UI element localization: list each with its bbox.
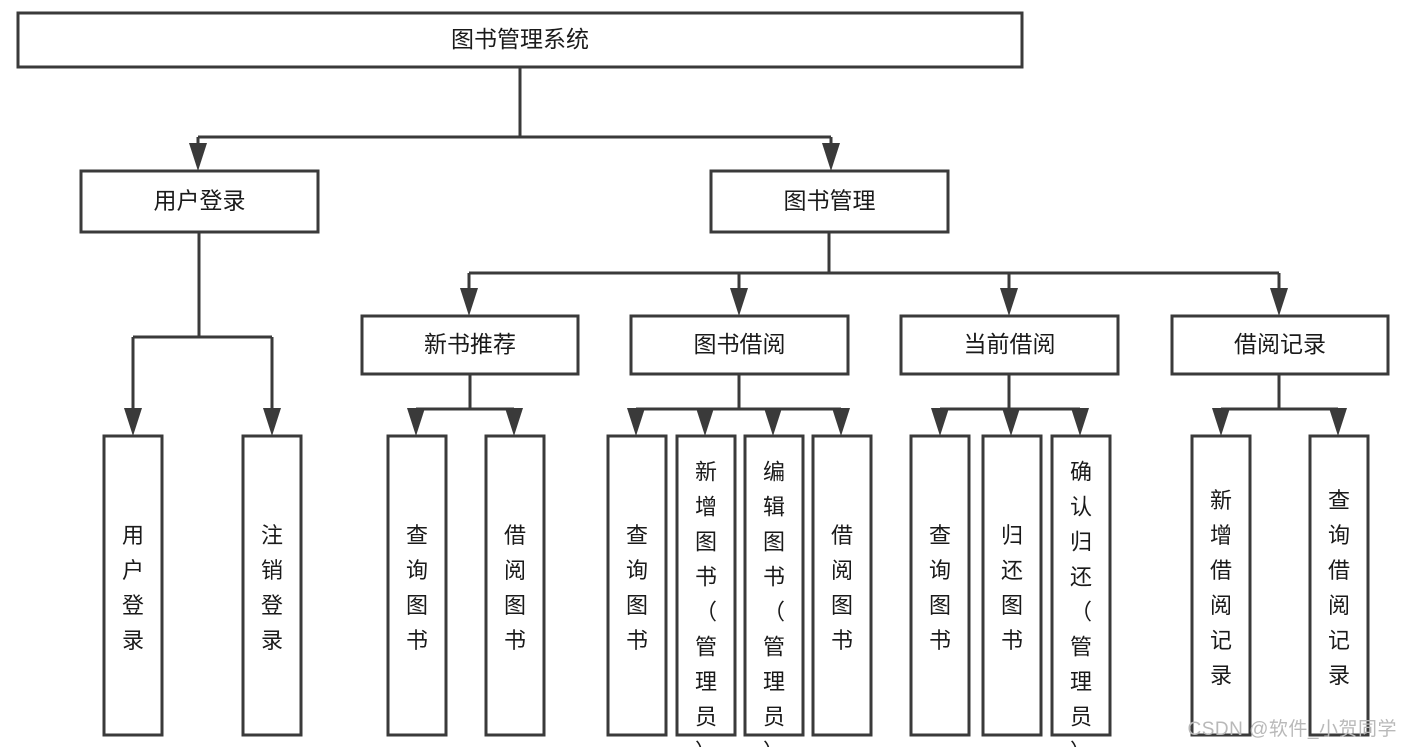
node-box-book-borrow[interactable]: [629, 314, 850, 376]
node-book-borrow[interactable]: 图书借阅: [629, 314, 850, 376]
connector-userlogin-to-leaves: [124, 232, 281, 436]
connector-layer: [124, 67, 1347, 436]
node-label-leaf-confirm-return: 确认归还（管理员）: [1070, 459, 1092, 747]
connector-newbook-to-leaves: [407, 374, 523, 436]
node-box-leaf-edit-book[interactable]: [743, 434, 805, 737]
node-label-leaf-return-book: 归还图书: [1001, 523, 1023, 653]
node-box-borrow-record[interactable]: [1170, 314, 1390, 376]
arrow-head-icon: [696, 408, 714, 436]
node-label-borrow-record: 借阅记录: [1234, 331, 1326, 357]
node-leaf-edit-book[interactable]: 编辑图书（管理员）: [743, 434, 805, 747]
node-box-new-book-recommend[interactable]: [360, 314, 580, 376]
node-box-current-borrow[interactable]: [899, 314, 1120, 376]
node-box-root[interactable]: [16, 11, 1024, 69]
arrow-head-icon: [1329, 408, 1347, 436]
node-leaf-user-logout[interactable]: 注销登录: [241, 434, 303, 737]
arrow-head-icon: [1002, 408, 1020, 436]
node-box-leaf-user-login[interactable]: [102, 434, 164, 737]
arrow-head-icon: [832, 408, 850, 436]
connector-borrowrecord-to-leaves: [1212, 374, 1347, 436]
arrow-head-icon: [460, 288, 478, 316]
node-leaf-borrow-book[interactable]: 借阅图书: [811, 434, 873, 737]
arrow-head-icon: [1071, 408, 1089, 436]
arrow-head-icon: [627, 408, 645, 436]
arrow-head-icon: [1212, 408, 1230, 436]
node-box-user-login[interactable]: [79, 169, 320, 234]
node-label-leaf-borrow-book-new: 借阅图书: [504, 523, 526, 653]
node-label-leaf-query-book-new: 查询图书: [406, 523, 428, 653]
arrow-head-icon: [1000, 288, 1018, 316]
node-leaf-add-book[interactable]: 新增图书（管理员）: [675, 434, 737, 747]
arrow-head-icon: [124, 408, 142, 436]
arrow-head-icon: [407, 408, 425, 436]
node-leaf-query-book-new[interactable]: 查询图书: [386, 434, 448, 737]
node-box-leaf-query-book-new[interactable]: [386, 434, 448, 737]
node-label-root: 图书管理系统: [451, 26, 589, 52]
node-label-leaf-query-book-current: 查询图书: [929, 523, 951, 653]
node-label-leaf-borrow-book: 借阅图书: [831, 523, 853, 653]
node-label-user-login: 用户登录: [154, 188, 246, 214]
node-leaf-confirm-return[interactable]: 确认归还（管理员）: [1050, 434, 1112, 747]
arrow-head-icon: [1270, 288, 1288, 316]
node-book-manage[interactable]: 图书管理: [709, 169, 950, 234]
node-label-leaf-query-book-borrow: 查询图书: [626, 523, 648, 653]
connector-currentborrow-to-leaves: [931, 374, 1089, 436]
arrow-head-icon: [730, 288, 748, 316]
node-label-leaf-edit-book: 编辑图书（管理员）: [763, 459, 785, 747]
node-label-leaf-user-login: 用户登录: [122, 523, 144, 653]
node-box-leaf-borrow-book[interactable]: [811, 434, 873, 737]
arrow-head-icon: [505, 408, 523, 436]
node-box-leaf-add-book[interactable]: [675, 434, 737, 737]
node-label-leaf-query-record: 查询借阅记录: [1328, 488, 1350, 688]
node-label-leaf-add-book: 新增图书（管理员）: [695, 459, 717, 747]
node-current-borrow[interactable]: 当前借阅: [899, 314, 1120, 376]
node-user-login[interactable]: 用户登录: [79, 169, 320, 234]
node-leaf-user-login[interactable]: 用户登录: [102, 434, 164, 737]
arrow-head-icon: [263, 408, 281, 436]
node-box-leaf-query-book-borrow[interactable]: [606, 434, 668, 737]
node-box-leaf-add-record[interactable]: [1190, 434, 1252, 737]
node-label-book-borrow: 图书借阅: [694, 331, 786, 357]
arrow-head-icon: [764, 408, 782, 436]
node-label-new-book-recommend: 新书推荐: [424, 331, 516, 357]
node-borrow-record[interactable]: 借阅记录: [1170, 314, 1390, 376]
node-box-leaf-return-book[interactable]: [981, 434, 1043, 737]
arrow-head-icon: [189, 143, 207, 171]
node-box-leaf-borrow-book-new[interactable]: [484, 434, 546, 737]
node-leaf-return-book[interactable]: 归还图书: [981, 434, 1043, 737]
node-leaf-query-book-borrow[interactable]: 查询图书: [606, 434, 668, 737]
node-layer: 图书管理系统用户登录图书管理新书推荐图书借阅当前借阅借阅记录用户登录注销登录查询…: [16, 11, 1390, 747]
node-box-leaf-query-record[interactable]: [1308, 434, 1370, 737]
node-new-book-recommend[interactable]: 新书推荐: [360, 314, 580, 376]
node-leaf-query-book-current[interactable]: 查询图书: [909, 434, 971, 737]
node-leaf-query-record[interactable]: 查询借阅记录: [1308, 434, 1370, 737]
node-box-leaf-user-logout[interactable]: [241, 434, 303, 737]
node-root[interactable]: 图书管理系统: [16, 11, 1024, 69]
node-label-leaf-user-logout: 注销登录: [261, 523, 283, 653]
node-label-current-borrow: 当前借阅: [964, 331, 1056, 357]
node-leaf-add-record[interactable]: 新增借阅记录: [1190, 434, 1252, 737]
node-box-leaf-query-book-current[interactable]: [909, 434, 971, 737]
connector-root-to-level1: [189, 67, 840, 171]
node-leaf-borrow-book-new[interactable]: 借阅图书: [484, 434, 546, 737]
connector-bookborrow-to-leaves: [627, 374, 850, 436]
node-box-book-manage[interactable]: [709, 169, 950, 234]
arrow-head-icon: [822, 143, 840, 171]
node-label-leaf-add-record: 新增借阅记录: [1210, 488, 1232, 688]
node-label-book-manage: 图书管理: [784, 188, 876, 214]
connector-bookmanage-to-level2: [460, 232, 1288, 316]
arrow-head-icon: [931, 408, 949, 436]
node-box-leaf-confirm-return[interactable]: [1050, 434, 1112, 737]
